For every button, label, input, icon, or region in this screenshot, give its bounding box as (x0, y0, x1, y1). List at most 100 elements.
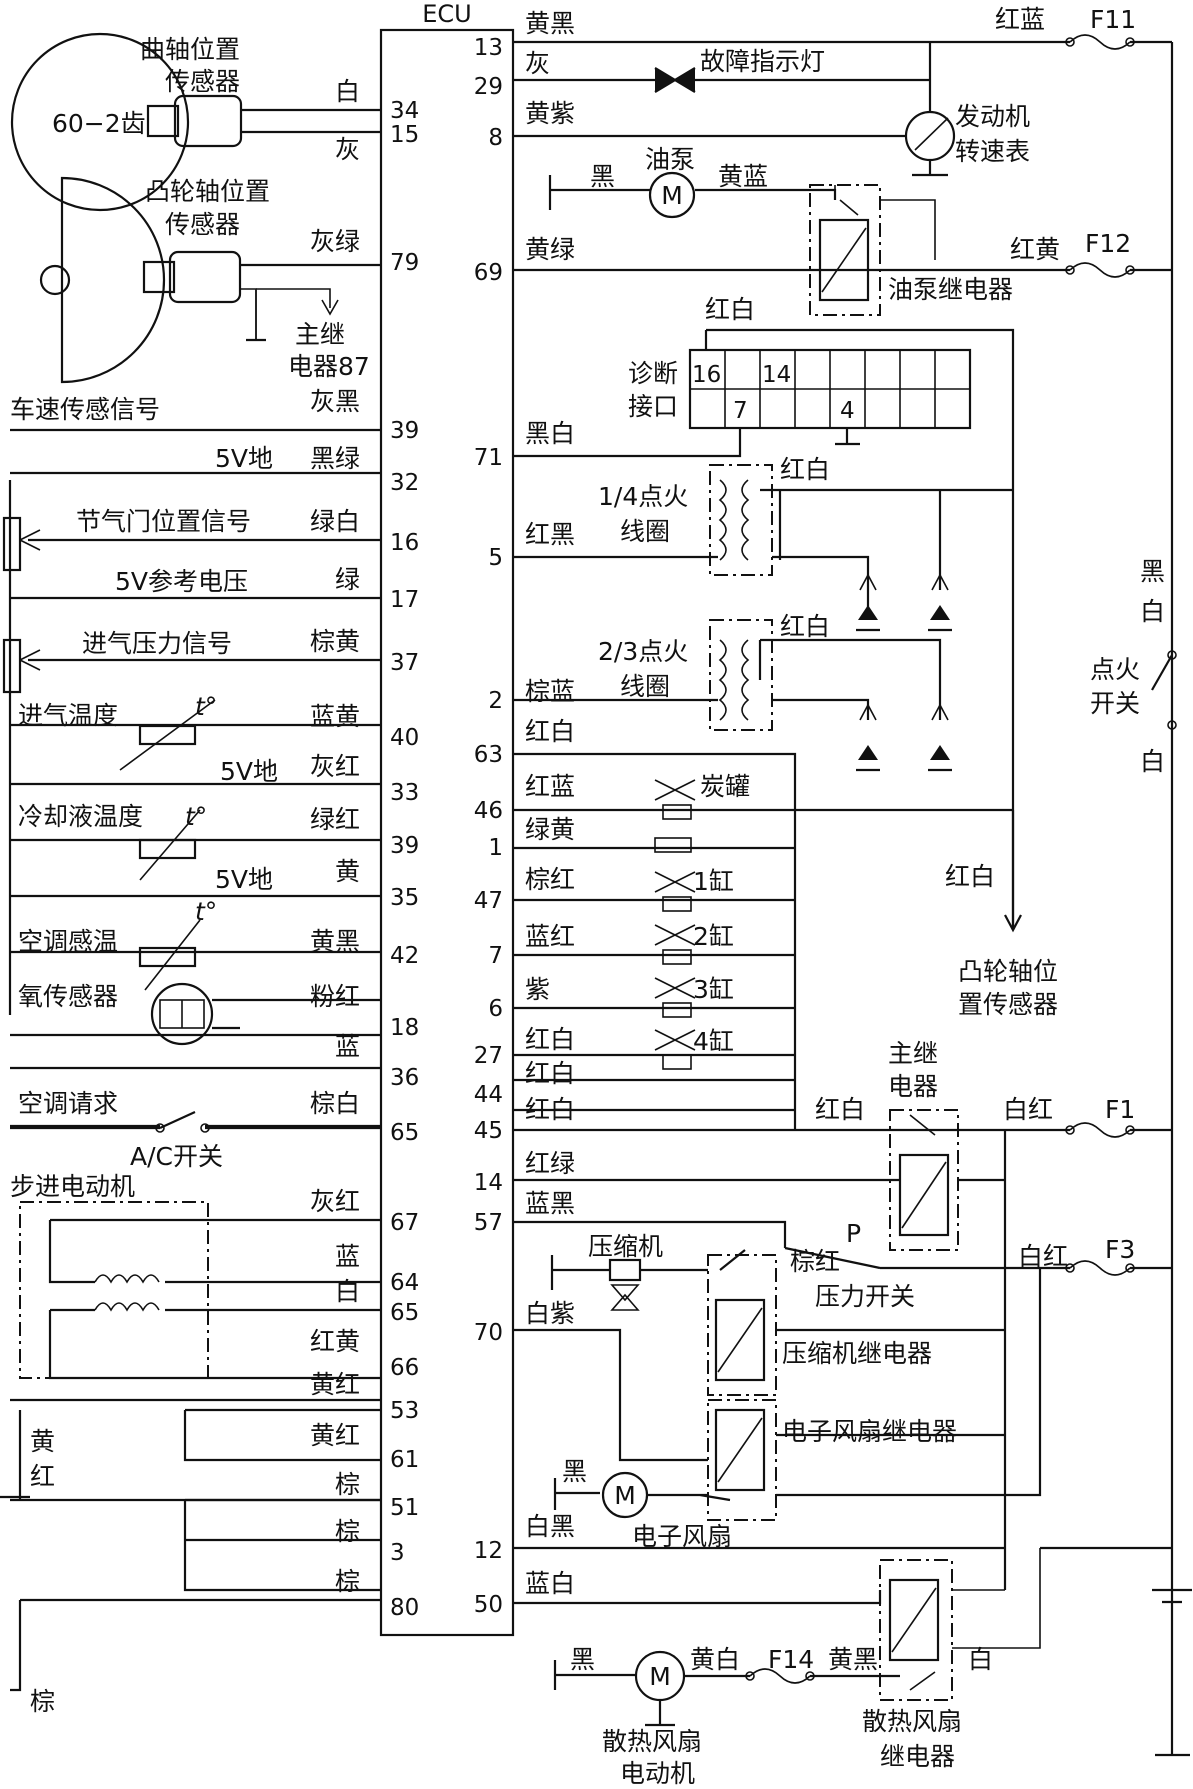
diagram-label: 凸轮轴位置 (145, 177, 270, 206)
diagram-label: 黄 (30, 1427, 55, 1456)
diagram-label: 黄绿 (525, 235, 575, 264)
diagram-label: 黑 (590, 162, 615, 191)
diagram-label: 39 (390, 418, 419, 444)
diagram-label: M (649, 1662, 671, 1691)
diagram-label: 1缸 (693, 867, 734, 896)
diagram-label: 45 (474, 1118, 503, 1144)
diagram-label: 白 (335, 77, 360, 106)
diagram-label: 65 (390, 1120, 419, 1146)
diagram-label: 红黄 (1010, 235, 1060, 264)
diagram-label: 黄蓝 (718, 162, 768, 191)
diagram-label: 5 (488, 545, 503, 571)
diagram-label: 3 (390, 1540, 405, 1566)
diagram-label: 12 (474, 1538, 503, 1564)
diagram-label: 18 (390, 1015, 419, 1041)
diagram-label: 棕红 (790, 1247, 840, 1276)
diagram-label: 压力开关 (815, 1282, 915, 1311)
diagram-label: 17 (390, 587, 419, 613)
diagram-label: F14 (768, 1645, 814, 1674)
diagram-label: A/C开关 (130, 1142, 223, 1171)
diagram-label: 46 (474, 798, 503, 824)
diagram-label: 散热风扇 (602, 1727, 702, 1756)
diagram-label: 点火 (1090, 655, 1140, 684)
diagram-label: 棕 (335, 1517, 360, 1546)
diagram-label: 紫 (525, 975, 550, 1004)
diagram-label: 69 (474, 260, 503, 286)
diagram-label: 6 (488, 996, 503, 1022)
diagram-label: 绿黄 (525, 815, 575, 844)
diagram-label: 置传感器 (958, 990, 1058, 1019)
diagram-label: 压缩机继电器 (782, 1339, 932, 1368)
diagram-label: 5V地 (215, 444, 273, 473)
diagram-label: 红黑 (525, 520, 575, 549)
diagram-label: 电器 (888, 1072, 938, 1101)
diagram-label: 绿红 (310, 805, 360, 834)
diagram-label: 进气压力信号 (82, 629, 232, 658)
diagram-label: 29 (474, 74, 503, 100)
diagram-label: 34 (390, 98, 419, 124)
diagram-label: 冷却液温度 (18, 802, 143, 831)
diagram-label: 油泵 (645, 145, 695, 174)
diagram-label: 棕蓝 (525, 677, 575, 706)
diagram-label: F1 (1105, 1095, 1135, 1124)
diagram-label: 黑白 (525, 419, 575, 448)
diagram-label: 47 (474, 888, 503, 914)
diagram-label: 棕白 (310, 1089, 360, 1118)
diagram-label: 压缩机 (588, 1232, 663, 1261)
diagram-label: 主继 (295, 320, 345, 349)
right-pins: 13 黄黑 29 灰 8 黄紫 69 黄绿 71 黑白 5 红黑 2 棕蓝 63… (474, 9, 575, 1618)
cam-sensor: 凸轮轴位置 传感器 主继 电器87 (39, 176, 381, 384)
diagram-label: 蓝白 (525, 1569, 575, 1598)
diagram-label: 4 (840, 398, 855, 424)
diagram-label: 电子风扇 (632, 1522, 732, 1551)
diagram-label: 黄红 (310, 1421, 360, 1450)
diagram-label: 2缸 (693, 922, 734, 951)
diagram-label: 33 (390, 780, 419, 806)
diagram-label: 79 (390, 250, 419, 276)
diagram-label: 灰黑 (310, 387, 360, 416)
diagram-label: 棕红 (525, 865, 575, 894)
diagram-label: 红白 (525, 717, 575, 746)
diagram-label: 红绿 (525, 1149, 575, 1178)
diagram-label: 灰 (335, 135, 360, 164)
diagram-label: 灰 (525, 49, 550, 78)
diagram-label: 棕黄 (310, 627, 360, 656)
crank-sensor-label: 曲轴位置 (140, 35, 240, 64)
diagram-label: 红白 (525, 1059, 575, 1088)
diagram-label: 1/4点火 (598, 482, 688, 511)
diagram-label: 电器87 (288, 352, 370, 381)
diagram-label: 诊断 (628, 359, 678, 388)
diagram-label: 车速传感信号 (10, 395, 160, 424)
diagram-label: 棕 (30, 1687, 55, 1716)
diagram-label: 步进电动机 (10, 1172, 135, 1201)
diagram-label: 红黄 (310, 1327, 360, 1356)
diagram-label: 2 (488, 688, 503, 714)
diagram-label: 5V参考电压 (115, 567, 248, 596)
crank-gear-label: 60−2齿 (52, 109, 146, 138)
diagram-label: 黄 (335, 857, 360, 886)
diagram-label: 红蓝 (525, 772, 575, 801)
diagram-label: 36 (390, 1065, 419, 1091)
crank-sensor: 60−2齿 曲轴位置 传感器 (10, 32, 381, 212)
diagram-label: 51 (390, 1495, 419, 1521)
diagram-label: t° (185, 802, 207, 831)
diagram-label: 红白 (525, 1095, 575, 1124)
diagram-label: 40 (390, 725, 419, 751)
diagram-label: 5V地 (215, 865, 273, 894)
diagram-label: 黄黑 (310, 927, 360, 956)
diagram-label: 发动机 (955, 102, 1030, 131)
diagram-label: 红白 (780, 455, 830, 484)
diagram-label: 16 (390, 530, 419, 556)
diagram-label: 绿 (335, 565, 360, 594)
diagram-label: 白紫 (525, 1299, 575, 1328)
diagram-label: 42 (390, 943, 419, 969)
diagram-label: 故障指示灯 (700, 47, 825, 76)
diagram-label: 黄黑 (525, 9, 575, 38)
diagram-label: 白黑 (525, 1512, 575, 1541)
diagram-label: 红 (30, 1462, 55, 1491)
diagram-label: 黄紫 (525, 99, 575, 128)
diagram-label: 61 (390, 1447, 419, 1473)
diagram-label: 灰红 (310, 752, 360, 781)
diagram-label: 蓝黄 (310, 702, 360, 731)
diagram-label: 7 (488, 943, 503, 969)
